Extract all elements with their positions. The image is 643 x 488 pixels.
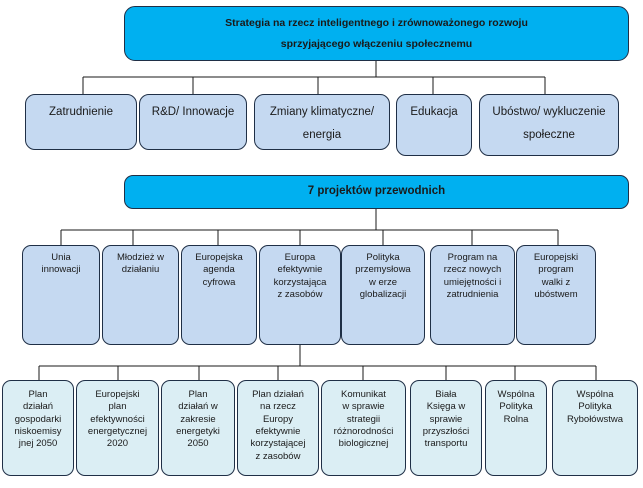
flagship-box-innovation-union: Unia innowacji (22, 245, 100, 345)
strategy-title-line-1: Strategia na rzecz inteligentnego i zrów… (225, 16, 528, 29)
document-box-energy-roadmap-2050: Plan działań w zakresie energetyki 2050 (161, 380, 235, 476)
priority-box-poverty-exclusion: Ubóstwo/ wykluczenie społeczne (479, 94, 619, 156)
document-box-transport-white-paper: Biała Księga w sprawie przyszłości trans… (410, 380, 482, 476)
strategy-title-line-2: sprzyjającego włączeniu społecznemu (280, 37, 473, 50)
document-box-low-carbon-2050: Plan działań gospodarki niskoemisy jnej … (2, 380, 74, 476)
document-box-biodiversity-strategy: Komunikat w sprawie strategii różnorodno… (321, 380, 406, 476)
flagship-header-box: 7 projektów przewodnich (124, 175, 629, 209)
flagship-box-digital-agenda: Europejska agenda cyfrowa (181, 245, 257, 345)
flagship-box-industrial-policy: Polityka przemysłowa w erze globalizacji (341, 245, 425, 345)
document-box-energy-efficiency-plan: Europejski plan efektywności energetyczn… (76, 380, 159, 476)
strategy-title-box: Strategia na rzecz inteligentnego i zrów… (124, 6, 629, 61)
flagship-box-skills-and-jobs: Program na rzecz nowych umiejętności i z… (430, 245, 515, 345)
priority-box-rd-innovation: R&D/ Innowacje (139, 94, 247, 150)
document-box-common-fisheries-policy: Wspólna Polityka Rybołówstwa (552, 380, 638, 476)
priority-box-employment: Zatrudnienie (25, 94, 137, 150)
flagship-box-resource-efficient-europe: Europa efektywnie korzystająca z zasobów (259, 245, 341, 345)
priority-box-education: Edukacja (396, 94, 472, 156)
flagship-box-platform-against-poverty: Europejski program walki z ubóstwem (516, 245, 596, 345)
document-box-resource-efficiency-plan: Plan działań na rzecz Europy efektywnie … (237, 380, 319, 476)
priority-box-climate-energy: Zmiany klimatyczne/ energia (254, 94, 390, 150)
flagship-box-youth-on-the-move: Młodzież w działaniu (102, 245, 179, 345)
document-box-common-agricultural-policy: Wspólna Polityka Rolna (485, 380, 547, 476)
